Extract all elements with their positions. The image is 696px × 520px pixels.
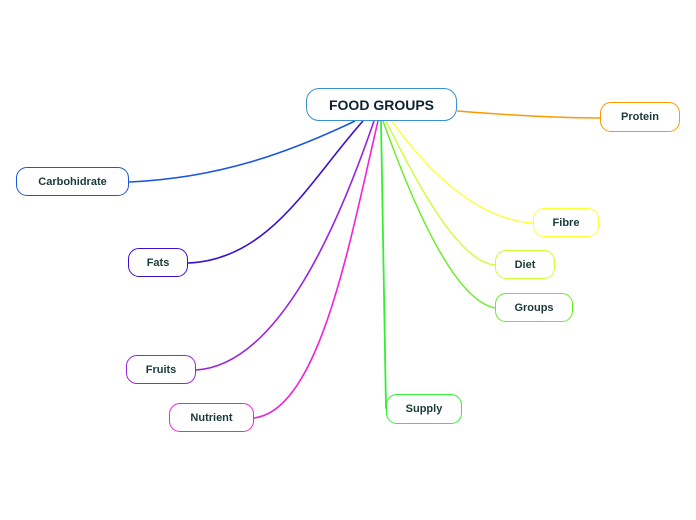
topic-protein[interactable]: Protein [600,102,680,132]
topic-supply[interactable]: Supply [386,394,462,424]
connector-fruits [195,120,375,371]
topic-carbohidrate[interactable]: Carbohidrate [16,167,129,196]
connector-fibre [391,120,534,224]
connector-protein [456,110,601,119]
connector-fats [187,120,364,264]
topic-fruits[interactable]: Fruits [126,355,196,384]
connector-nutrient [253,120,379,419]
connector-diet [385,120,496,266]
topic-fibre[interactable]: Fibre [533,208,599,237]
topic-diet[interactable]: Diet [495,250,555,279]
connector-carb [128,120,356,183]
connector-supply [380,120,387,410]
topic-nutrient[interactable]: Nutrient [169,403,254,432]
connector-groups [382,120,496,309]
topic-groups[interactable]: Groups [495,293,573,322]
topic-fats[interactable]: Fats [128,248,188,277]
central-topic-food-groups[interactable]: FOOD GROUPS [306,88,457,121]
